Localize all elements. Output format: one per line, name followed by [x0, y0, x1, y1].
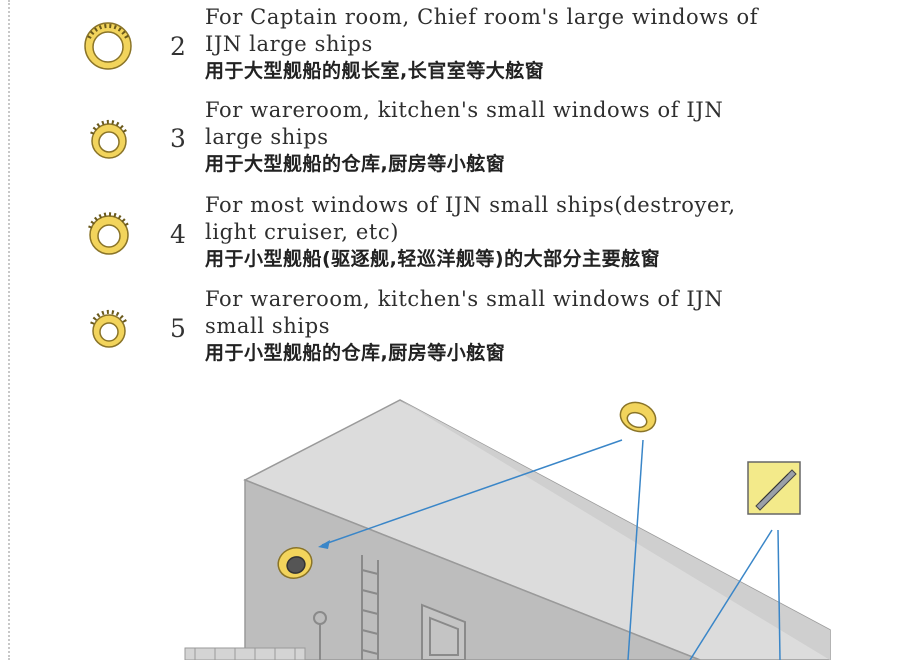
description-en-line2: small ships [205, 314, 331, 338]
guide-lines [321, 439, 781, 660]
item-number: 2 [170, 32, 186, 61]
ladder [361, 555, 379, 660]
description-en-line1: For Captain room, Chief room's large win… [205, 5, 759, 29]
description-zh: 用于大型舰船的舰长室,长官室等大舷窗 [205, 60, 545, 82]
porthole-ring-icon [90, 309, 128, 348]
porthole-ring-icon [84, 22, 132, 70]
porthole-part-icon [619, 401, 657, 433]
description-en-line1: For most windows of IJN small ships(dest… [205, 193, 736, 217]
page-edge-rule [8, 0, 10, 660]
door [421, 603, 466, 660]
description-en-line2: IJN large ships [205, 32, 373, 56]
item-number: 4 [170, 220, 186, 249]
item-description: For Captain room, Chief room's large win… [205, 4, 758, 85]
hobby-knife-icon [747, 461, 801, 515]
porthole-ring-icon [90, 119, 128, 159]
description-zh: 用于小型舰船的仓库,厨房等小舷窗 [205, 342, 506, 364]
item-number: 5 [170, 314, 186, 343]
description-en-line1: For wareroom, kitchen's small windows of… [205, 287, 724, 311]
description-en-line2: large ships [205, 125, 329, 149]
item-description: For most windows of IJN small ships(dest… [205, 192, 736, 273]
superstructure-front-face [244, 478, 701, 660]
deck-planking [184, 647, 306, 660]
description-en-line1: For wareroom, kitchen's small windows of… [205, 98, 724, 122]
item-number: 3 [170, 124, 186, 153]
description-zh: 用于小型舰船(驱逐舰,轻巡洋舰等)的大部分主要舷窗 [205, 248, 661, 270]
superstructure-right-face [400, 400, 830, 660]
description-zh: 用于大型舰船的仓库,厨房等小舷窗 [205, 153, 506, 175]
guide-arrowhead [318, 540, 330, 549]
assembly-illustration [184, 399, 831, 660]
item-description: For wareroom, kitchen's small windows of… [205, 286, 723, 367]
porthole-ring-icon [88, 212, 130, 255]
installed-porthole-icon [277, 547, 313, 579]
description-en-line2: light cruiser, etc) [205, 220, 400, 244]
wall-fitting [313, 611, 327, 660]
item-description: For wareroom, kitchen's small windows of… [205, 97, 723, 178]
